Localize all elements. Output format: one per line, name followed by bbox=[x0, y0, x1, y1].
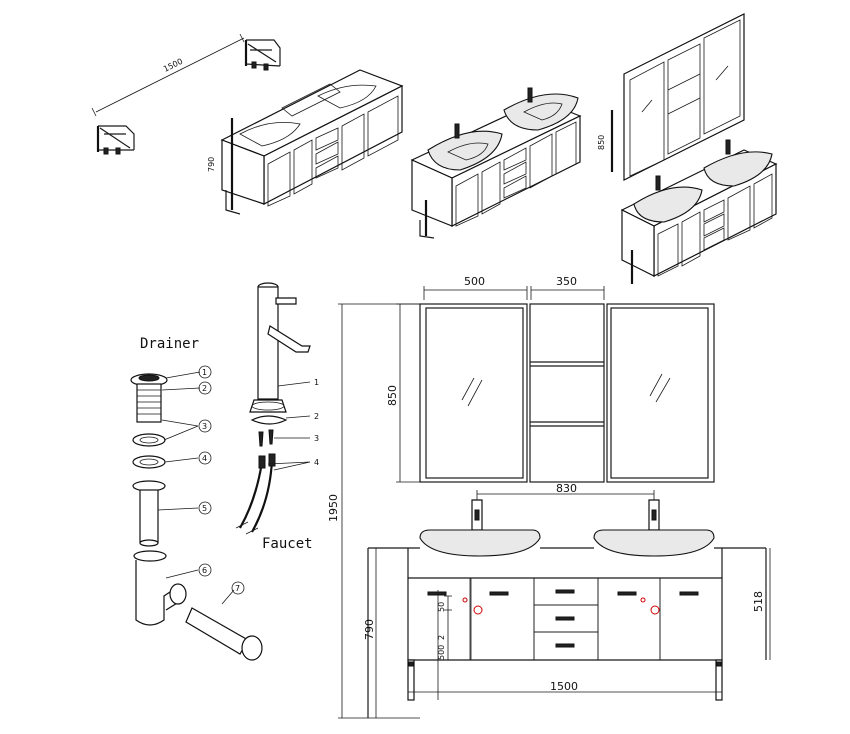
svg-text:1: 1 bbox=[202, 368, 207, 377]
right-mirror bbox=[606, 303, 715, 483]
svg-text:6: 6 bbox=[202, 566, 207, 575]
top-overall-dimension: 1500 bbox=[162, 57, 184, 74]
vanity-right-isometric bbox=[620, 139, 778, 284]
faucet-callout-2: 2 bbox=[314, 412, 319, 421]
right-bracket bbox=[244, 39, 281, 71]
svg-text:4: 4 bbox=[202, 454, 207, 463]
shelf-width-dimension: 350 bbox=[556, 275, 577, 288]
faucet-spacing-dimension: 830 bbox=[556, 482, 577, 495]
cabinet-height-dimension: 518 bbox=[752, 591, 765, 612]
drainer-exploded-view: Drainer 1 2 3 4 5 6 7 bbox=[130, 336, 263, 661]
pipe-offset-2: 2 bbox=[437, 635, 446, 640]
faucet-callout-1: 1 bbox=[314, 378, 319, 387]
mirror-height-dimension: 850 bbox=[386, 385, 399, 406]
drainer-callout-2: 2 bbox=[198, 381, 212, 395]
counter-height-dimension: 790 bbox=[363, 619, 376, 640]
drainer-label: Drainer bbox=[140, 336, 199, 352]
faucet-exploded-view: 1 2 3 4 Faucet bbox=[235, 282, 319, 552]
svg-text:3: 3 bbox=[202, 422, 207, 431]
faucet-callout-4: 4 bbox=[314, 458, 319, 467]
total-height-dimension: 1950 bbox=[327, 494, 340, 522]
svg-text:850: 850 bbox=[597, 135, 606, 150]
front-elevation: 1950 850 500 350 830 bbox=[327, 275, 771, 719]
svg-text:2: 2 bbox=[202, 384, 207, 393]
drainer-callout-6: 6 bbox=[198, 563, 212, 577]
faucet-callout-3: 3 bbox=[314, 434, 319, 443]
mirror-width-dimension: 500 bbox=[464, 275, 485, 288]
svg-text:790: 790 bbox=[207, 157, 216, 172]
drainer-callout-7: 7 bbox=[231, 581, 245, 595]
left-mirror bbox=[419, 303, 528, 483]
vanity-sinks-isometric bbox=[410, 87, 582, 239]
drainer-callout-4: 4 bbox=[198, 451, 212, 465]
drainer-callout-5: 5 bbox=[198, 501, 212, 515]
pipe-offset-50: 50 bbox=[437, 602, 446, 612]
cabinet-width-dimension: 1500 bbox=[550, 680, 578, 693]
left-bracket bbox=[96, 125, 135, 155]
vanity-frame-isometric: 790 bbox=[207, 69, 404, 215]
drainer-callout-1: 1 bbox=[198, 365, 212, 379]
svg-text:5: 5 bbox=[202, 504, 207, 513]
drainer-callout-3: 3 bbox=[198, 419, 212, 433]
pipe-offset-500: 500 bbox=[437, 645, 446, 660]
faucet-label: Faucet bbox=[262, 536, 313, 552]
center-shelf-unit bbox=[529, 303, 605, 483]
svg-text:7: 7 bbox=[235, 584, 240, 593]
mirror-cabinet-isometric: 850 bbox=[597, 13, 745, 181]
